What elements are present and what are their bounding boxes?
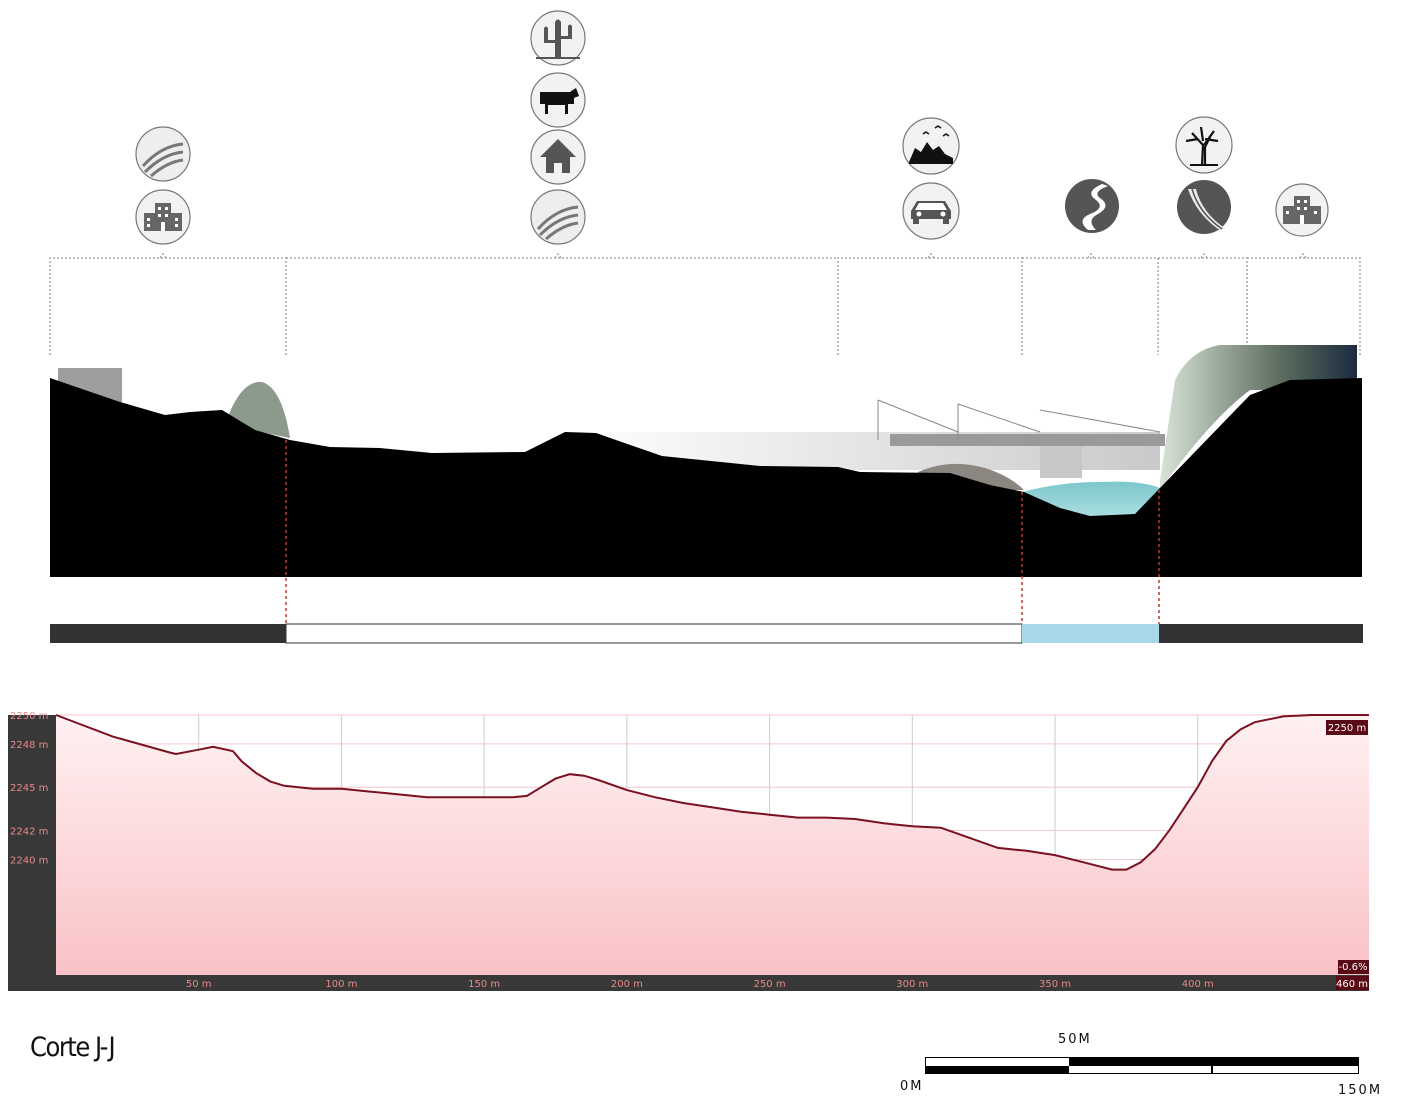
car-icon xyxy=(902,182,960,240)
crop-field-icon xyxy=(530,189,586,245)
chart-frame-bottom xyxy=(8,975,1369,991)
x-tick-label: 300 m xyxy=(896,979,928,990)
bridge-pier xyxy=(1040,446,1082,478)
scale-seg-5 xyxy=(1212,1066,1358,1073)
band-built-left xyxy=(50,624,286,643)
cow-icon xyxy=(530,72,586,128)
end-distance-label: 460 m xyxy=(1336,979,1368,990)
wildlife-bird-icon xyxy=(902,117,960,175)
y-tick-label: 2245 m xyxy=(10,783,48,794)
building-icon xyxy=(135,189,191,245)
zone-dividers xyxy=(285,440,1160,624)
scale-label-start: 0M xyxy=(900,1079,924,1094)
x-tick-label: 150 m xyxy=(468,979,500,990)
slope-road-icon xyxy=(1177,180,1231,234)
x-tick-label: 400 m xyxy=(1182,979,1214,990)
chart-frame-left xyxy=(8,715,56,991)
end-elevation-label: 2250 m xyxy=(1328,723,1366,734)
scale-label-end: 150M xyxy=(1338,1083,1383,1098)
y-tick-label: 2240 m xyxy=(10,855,48,866)
x-tick-label: 350 m xyxy=(1039,979,1071,990)
scale-label-mid: 50M xyxy=(1058,1032,1092,1047)
elevation-chart: 2250 m 2248 m 2245 m 2242 m 2240 m 50 m 100 m… xyxy=(8,711,1369,991)
section-title: Corte J-J xyxy=(30,1032,116,1063)
zone-brackets xyxy=(49,252,1361,355)
bridge-cables xyxy=(877,399,1161,433)
scale-seg-3 xyxy=(926,1066,1069,1073)
zone-bracket-3 xyxy=(837,257,1023,355)
y-tick-label: 2242 m xyxy=(10,827,48,838)
terrain-section xyxy=(50,345,1362,577)
zone-bracket-6 xyxy=(1247,257,1361,355)
y-tick-label: 2248 m xyxy=(10,740,48,751)
x-tick-label: 50 m xyxy=(186,979,212,990)
band-built-right xyxy=(1159,624,1363,643)
x-tick-label: 100 m xyxy=(325,979,357,990)
y-tick-labels: 2250 m 2248 m 2245 m 2242 m 2240 m xyxy=(10,711,48,866)
profile-area xyxy=(56,715,1369,975)
scale-bar xyxy=(925,1057,1359,1074)
band-open xyxy=(285,623,1023,644)
land-use-band xyxy=(50,623,1363,644)
cactus-icon xyxy=(530,10,586,66)
tree-icon xyxy=(1175,116,1233,174)
x-tick-label: 200 m xyxy=(611,979,643,990)
zone-bracket-4 xyxy=(1022,257,1159,355)
river-icon xyxy=(1065,179,1119,233)
crop-field-icon xyxy=(135,126,191,182)
zone-bracket-5 xyxy=(1158,257,1248,355)
scale-seg-2 xyxy=(1069,1058,1358,1066)
y-tick-label: 2250 m xyxy=(10,711,48,722)
scale-seg-4 xyxy=(1069,1066,1212,1073)
x-tick-label: 250 m xyxy=(754,979,786,990)
x-tick-labels: 50 m 100 m 150 m 200 m 250 m 300 m 350 m 400 m xyxy=(186,979,1214,990)
bridge-deck xyxy=(890,434,1165,446)
profile-line xyxy=(55,714,1369,871)
zone-bracket-1 xyxy=(49,257,287,355)
band-river xyxy=(1022,624,1159,643)
house-icon xyxy=(530,129,586,185)
building-icon xyxy=(1275,183,1329,237)
end-slope-label: -0.6% xyxy=(1338,962,1367,973)
scale-seg-1 xyxy=(926,1058,1069,1066)
ground-mass xyxy=(50,378,1362,577)
